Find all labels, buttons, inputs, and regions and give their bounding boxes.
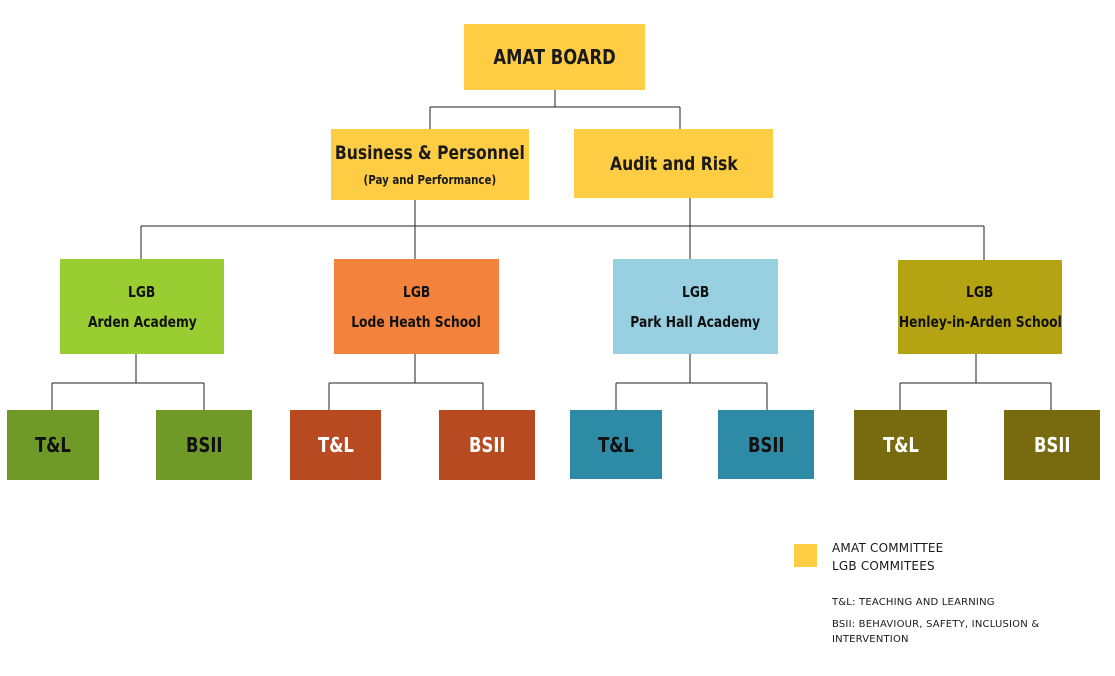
henley-tl-node: T&L — [854, 410, 947, 480]
park-bsii-node: BSII — [718, 410, 814, 479]
amat-board-node: AMAT BOARD — [464, 24, 645, 90]
lgb-arden-academy-node: LGB Arden Academy — [60, 259, 224, 354]
lode-bsii-node: BSII — [439, 410, 535, 480]
lgb-header: LGB — [681, 282, 710, 301]
subcommittee-label: T&L — [317, 433, 354, 457]
lgb-park-hall-academy-node: LGB Park Hall Academy — [613, 259, 778, 354]
henley-bsii-node: BSII — [1004, 410, 1100, 480]
amat-board-label: AMAT BOARD — [493, 45, 616, 69]
lgb-header: LGB — [966, 283, 994, 301]
subcommittee-label: T&L — [882, 433, 919, 457]
business-committee-title: Business & Personnel — [335, 142, 525, 164]
business-committee-subtitle: (Pay and Performance) — [363, 172, 497, 187]
lgb-lode-heath-school-node: LGB Lode Heath School — [334, 259, 499, 354]
lode-tl-node: T&L — [290, 410, 381, 480]
lgb-school-name: Lode Heath School — [351, 312, 482, 331]
lgb-header: LGB — [402, 282, 431, 301]
subcommittee-label: BSII — [747, 432, 785, 457]
audit-committee-title: Audit and Risk — [609, 152, 738, 175]
lgb-henley-in-arden-school-node: LGB Henley-in-Arden School — [898, 260, 1062, 354]
legend-lgb-committees: LGB COMMITEES — [832, 559, 935, 573]
arden-bsii-node: BSII — [156, 410, 252, 480]
subcommittee-label: BSII — [468, 433, 506, 457]
subcommittee-label: T&L — [35, 433, 71, 457]
subcommittee-label: BSII — [1033, 433, 1071, 457]
arden-tl-node: T&L — [7, 410, 99, 480]
lgb-school-name: Arden Academy — [87, 312, 197, 331]
audit-risk-committee-node: Audit and Risk — [574, 129, 773, 198]
subcommittee-label: BSII — [185, 433, 223, 457]
lgb-header: LGB — [128, 282, 156, 301]
legend-committee-swatch — [794, 544, 817, 567]
legend-tl-definition: T&L: TEACHING AND LEARNING — [832, 597, 995, 608]
lgb-school-name: Park Hall Academy — [630, 312, 761, 331]
park-tl-node: T&L — [570, 410, 662, 479]
legend-bsii-definition: BSII: BEHAVIOUR, SAFETY, INCLUSION & INT… — [832, 619, 1040, 645]
subcommittee-label: T&L — [598, 432, 634, 457]
lgb-school-name: Henley-in-Arden School — [898, 313, 1062, 331]
business-personnel-committee-node: Business & Personnel (Pay and Performanc… — [331, 129, 529, 200]
legend-amat-committee: AMAT COMMITTEE — [832, 541, 944, 555]
